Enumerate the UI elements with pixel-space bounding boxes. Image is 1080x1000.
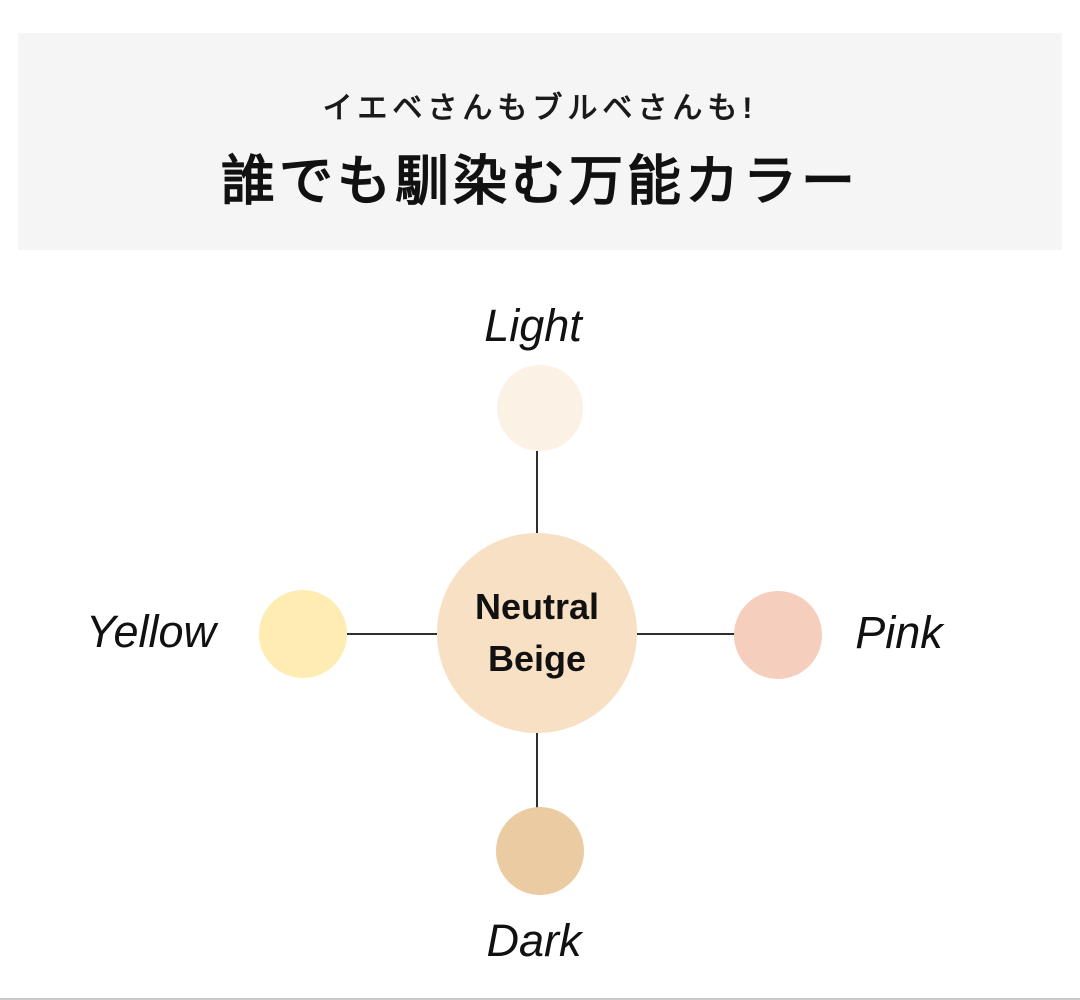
- swatch-label-dark: Dark: [486, 915, 582, 966]
- swatch-label-light: Light: [484, 300, 582, 351]
- swatch-yellow: [259, 590, 347, 678]
- center-node-label-line1: Neutral: [474, 585, 600, 627]
- connector-right: [637, 633, 735, 635]
- connector-bottom: [536, 733, 538, 808]
- photo-bottom-edge: [0, 998, 1080, 1000]
- page-title: 誰でも馴染む万能カラー: [221, 151, 859, 212]
- header-band: イエベさんもブルベさんも! 誰でも馴染む万能カラー: [18, 33, 1062, 250]
- header-subtitle: イエベさんもブルベさんも!: [322, 92, 758, 125]
- swatch-light: [497, 365, 583, 451]
- center-node-label-line2: Beige: [487, 638, 587, 679]
- connector-top: [536, 451, 538, 534]
- swatch-label-yellow: Yellow: [85, 606, 217, 657]
- center-node-neutral-beige: Neutral Beige: [437, 533, 637, 733]
- swatch-dark: [496, 807, 584, 895]
- connector-left: [347, 633, 439, 635]
- swatch-label-pink: Pink: [855, 607, 943, 658]
- swatch-pink: [734, 591, 822, 679]
